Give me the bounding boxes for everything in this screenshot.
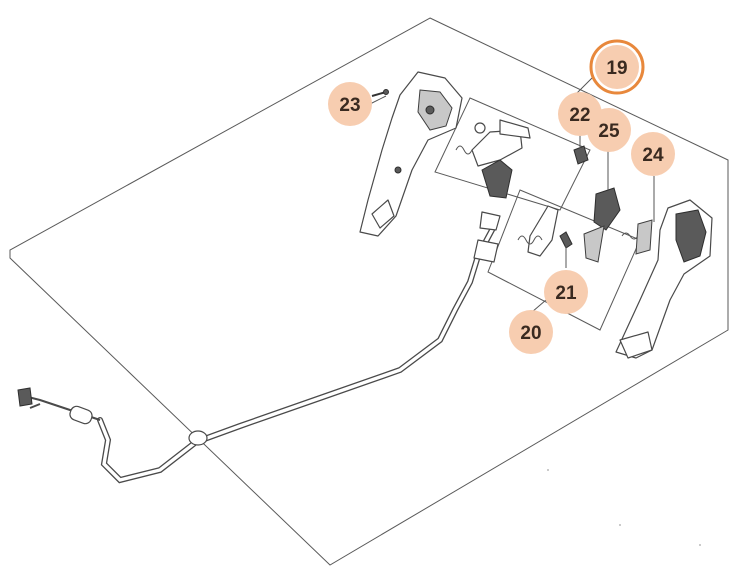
leader-20: [531, 299, 547, 313]
handle-shell-right[interactable]: [615, 199, 713, 359]
svg-text:25: 25: [598, 121, 620, 142]
svg-text:21: 21: [555, 283, 577, 304]
switch-module[interactable]: [583, 187, 621, 263]
callout-25[interactable]: 25: [587, 108, 631, 152]
screw[interactable]: [371, 89, 389, 97]
switch-clip[interactable]: [573, 145, 589, 165]
background-speckles: [547, 469, 701, 546]
subassembly-frame-trigger: [434, 97, 591, 211]
svg-text:19: 19: [606, 58, 627, 79]
cable[interactable]: [23, 227, 495, 484]
spring[interactable]: [621, 232, 639, 240]
svg-text:22: 22: [569, 105, 590, 126]
callout-24[interactable]: 24: [631, 132, 675, 176]
cable-grommet[interactable]: [188, 430, 208, 446]
callout-19[interactable]: 19: [589, 39, 645, 95]
diagram-frame: [9, 17, 729, 566]
trigger-lever[interactable]: [455, 119, 531, 199]
label-sticker[interactable]: [635, 219, 653, 255]
cable-connector[interactable]: [17, 211, 501, 407]
callout-20[interactable]: 20: [509, 310, 553, 354]
ferrite-bead[interactable]: [68, 405, 93, 426]
svg-text:23: 23: [339, 95, 360, 116]
throttle-lever[interactable]: [517, 205, 573, 257]
handle-shell-left[interactable]: [359, 71, 463, 237]
callout-23[interactable]: 23: [328, 82, 372, 126]
svg-text:20: 20: [520, 323, 541, 344]
svg-text:24: 24: [642, 145, 664, 166]
leader-23: [369, 95, 387, 105]
callout-21[interactable]: 21: [544, 270, 588, 314]
